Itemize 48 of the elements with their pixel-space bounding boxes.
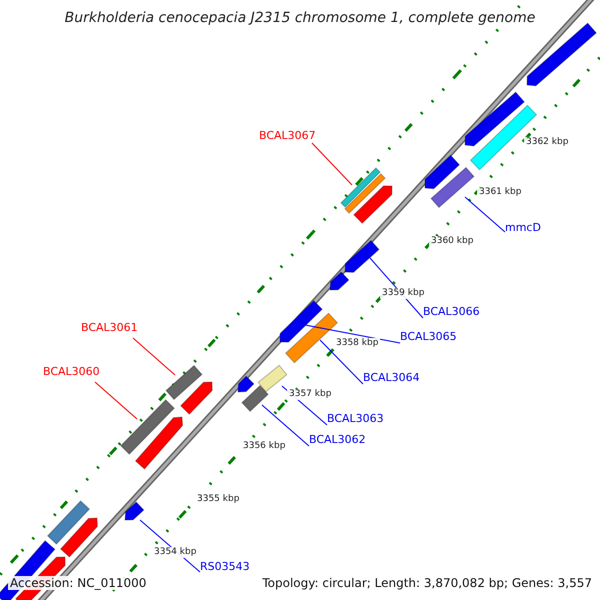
gene-feature [241,384,269,412]
gene-label: BCAL3064 [363,372,420,383]
gene-feature [344,240,380,273]
scale-label: 3357 kbp [287,389,334,400]
leader-line [94,382,138,420]
gene-feature [180,381,213,415]
gene-feature [124,501,145,520]
gene-feature [424,154,460,190]
gene-feature [60,517,98,558]
gene-feature [464,91,525,147]
info-text: Accession: NC_011000 [8,576,148,590]
gene-label: BCAL3063 [327,413,384,424]
gene-feature [284,312,338,364]
scale-label: 3356 kbp [241,441,288,452]
gene-feature [120,399,175,455]
gene-feature [344,173,386,214]
gene-feature [237,375,255,393]
gene-label: BCAL3065 [400,331,457,342]
info-text: Topology: circular; Length: 3,870,082 bp; Genes: 3,557 [260,576,594,590]
leader-line [262,404,310,446]
gene-feature [329,271,350,290]
gene-label: BCAL3066 [423,306,480,317]
scale-label: 3354 kbp [152,547,198,558]
scale-label: 3359 kbp [380,288,426,299]
scale-label: 3360 kbp [429,236,476,247]
scale-label: 3358 kbp [334,338,380,349]
gene-feature [280,300,323,343]
gene-feature [340,167,381,208]
gene-feature [353,185,392,224]
gene-feature [430,166,475,208]
leader-line [132,338,176,376]
gene-feature [134,416,184,470]
leader-line [312,142,352,186]
leader-line [320,340,364,384]
gene-feature [46,500,90,545]
leader-line [304,324,400,344]
gene-label: mmcD [505,222,541,233]
gene-feature [165,364,203,400]
leader-line [464,196,506,232]
scale-label: 3355 kbp [195,494,242,505]
gene-label: BCAL3062 [309,434,366,445]
gene-label: BCAL3067 [259,130,316,141]
gene-feature [258,364,288,392]
gene-label: RS03543 [200,561,250,572]
gene-label: BCAL3061 [81,322,138,333]
scale-label: 3361 kbp [477,187,524,198]
gene-label: BCAL3060 [43,366,100,377]
scale-label: 3362 kbp [524,137,570,148]
